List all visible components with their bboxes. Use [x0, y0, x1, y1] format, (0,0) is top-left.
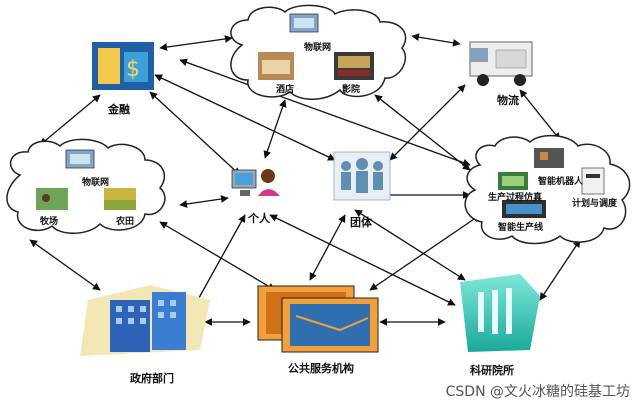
- label-hotel: 酒店: [276, 83, 294, 95]
- logistics-truck-icon: [469, 41, 533, 86]
- iot-icon-left: [65, 149, 95, 169]
- watermark: CSDN @文火冰糖的硅基工坊: [445, 384, 630, 400]
- group-icon: [333, 151, 391, 201]
- research-institute-icon: [460, 274, 540, 352]
- label-plan: 计划与调度: [572, 197, 618, 209]
- plan-schedule-icon: [581, 167, 605, 195]
- label-iot-left: 物联网: [82, 176, 109, 188]
- label-finance: 金融: [107, 102, 130, 116]
- iot-icon-top: [289, 13, 319, 33]
- label-group: 团体: [350, 215, 373, 229]
- label-farmland: 农田: [115, 215, 134, 227]
- label-logistics: 物流: [497, 93, 519, 107]
- cinema-icon: [334, 52, 374, 80]
- public-service-monitors-icon: [257, 285, 379, 353]
- label-smart-line: 智能生产线: [498, 221, 543, 233]
- label-research: 科研院所: [470, 363, 514, 377]
- connections: [29, 33, 581, 326]
- farmland-icon: [104, 188, 136, 210]
- robot-icon: [534, 148, 564, 168]
- process-simulation-icon: [498, 172, 528, 190]
- finance-icon: $: [92, 42, 154, 90]
- smart-line-icon: [502, 200, 546, 218]
- government-building-icon: [80, 285, 210, 356]
- hotel-icon: [258, 52, 294, 80]
- label-cinema: 影院: [342, 83, 360, 95]
- individual-icon: [231, 169, 280, 196]
- label-iot-top: 物联网: [304, 41, 331, 53]
- label-robot: 智能机器人: [538, 175, 584, 187]
- label-public-service: 公共服务机构: [288, 361, 354, 375]
- svg-text:$: $: [126, 57, 140, 82]
- label-pasture: 牧场: [40, 215, 58, 227]
- label-government: 政府部门: [130, 371, 174, 385]
- label-individual: 个人: [247, 211, 271, 225]
- pasture-icon: [36, 188, 68, 210]
- label-process-sim: 生产过程仿真: [488, 191, 542, 203]
